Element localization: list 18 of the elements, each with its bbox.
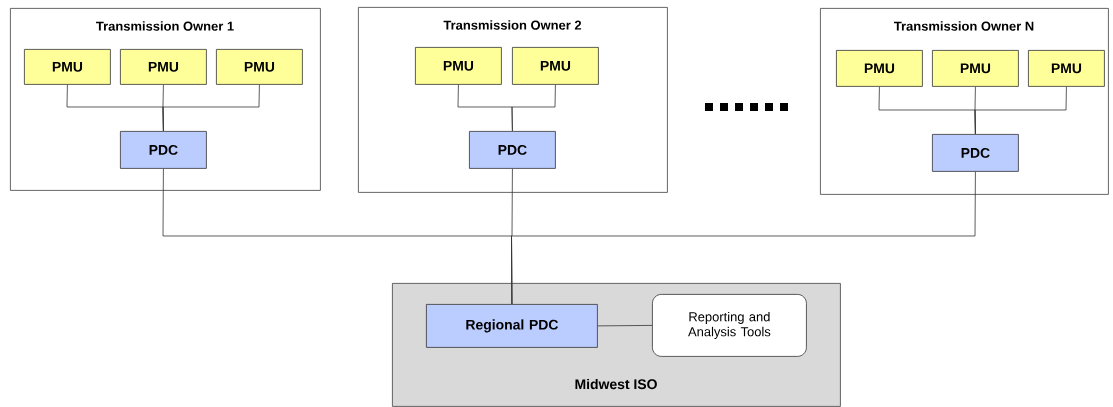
pdc-box: Regional PDC xyxy=(426,304,598,348)
pmu-box: PMU xyxy=(836,50,923,87)
pmu-box: PMU xyxy=(932,50,1019,87)
pmu-box: PMU xyxy=(512,47,599,85)
pmu-box: PMU xyxy=(24,49,111,85)
tool-box: Reporting and Analysis Tools xyxy=(652,294,807,357)
connector-line xyxy=(597,325,653,327)
pmu-box: PMU xyxy=(415,47,502,85)
connector-line xyxy=(974,86,1067,135)
pdc-box: PDC xyxy=(469,131,556,169)
connector-line xyxy=(162,84,260,132)
pmu-box: PMU xyxy=(1028,50,1105,87)
connector-line xyxy=(511,171,976,305)
pdc-box: PDC xyxy=(120,131,207,169)
pdc-box: PDC xyxy=(932,134,1019,172)
connector-line xyxy=(511,84,556,132)
pmu-box: PMU xyxy=(216,49,303,85)
pmu-box: PMU xyxy=(120,49,207,85)
